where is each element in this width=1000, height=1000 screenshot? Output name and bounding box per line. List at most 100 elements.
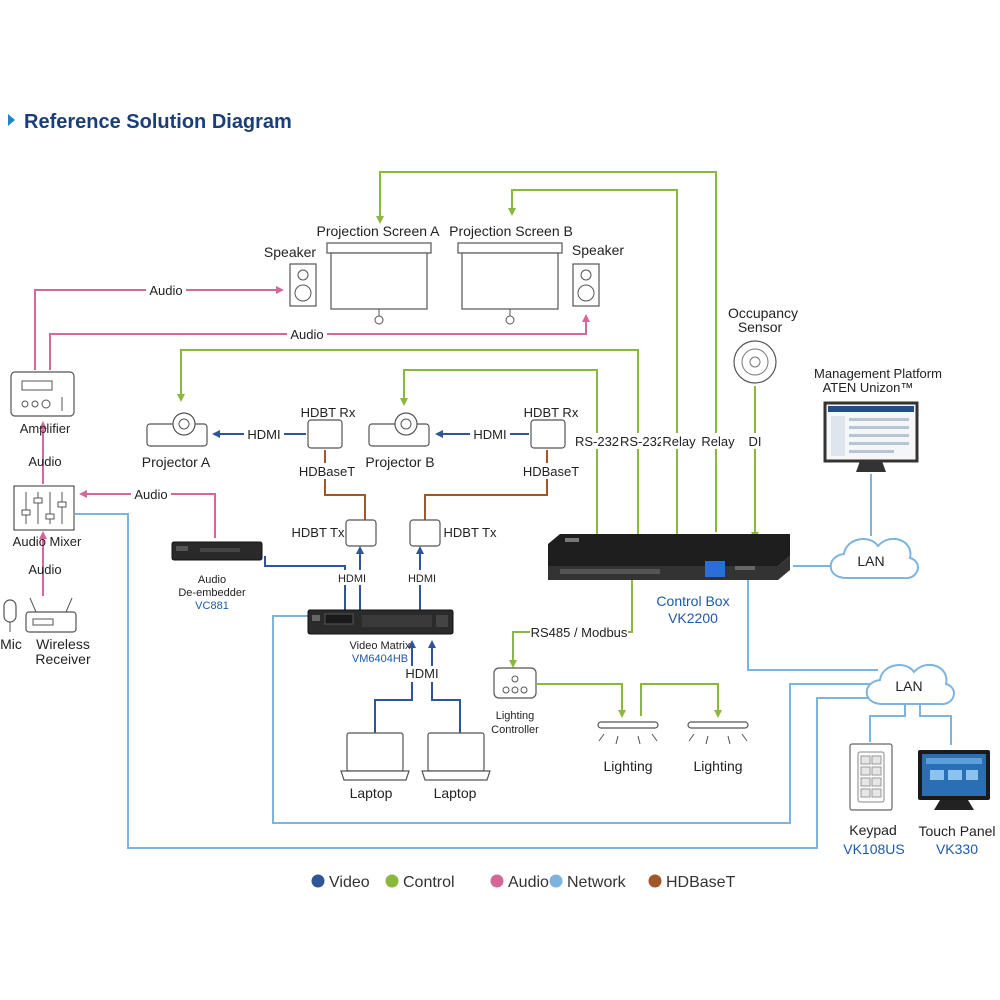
edge-label-hdmi-tx-a: HDMI: [338, 573, 366, 585]
laptop-icon: [427, 732, 485, 772]
edge-label-audio-deembedder: Audio: [134, 487, 167, 502]
management-platform-label-2: ATEN Unizon™: [823, 380, 914, 395]
laptop-1: Laptop: [340, 732, 410, 801]
audio-deembedder-model: VC881: [195, 600, 229, 612]
diagram-header: Reference Solution Diagram: [8, 111, 292, 133]
speaker-left-label: Speaker: [264, 244, 316, 260]
lighting-controller-label-2: Controller: [491, 724, 539, 736]
cloud-icon: [865, 663, 955, 706]
light-fixture-icon: [597, 721, 659, 729]
projection-screen-b-label: Projection Screen B: [449, 223, 573, 239]
lan-bottom-label: LAN: [895, 678, 922, 694]
lan-top-label: LAN: [857, 553, 884, 569]
relay-line-screen-a: [376, 171, 717, 532]
cloud-icon: [829, 537, 919, 580]
control-box-label: Control Box: [656, 593, 729, 609]
touch-panel-model: VK330: [936, 841, 978, 857]
edge-label-relay-a: Relay: [662, 434, 696, 449]
lighting-controller-icon: [493, 667, 537, 699]
hdbt-rx-a-label: HDBT Rx: [301, 405, 356, 420]
lighting-controller-label-1: Lighting: [496, 710, 535, 722]
title-arrow-icon: [8, 114, 15, 126]
audio-mixer-label: Audio Mixer: [13, 534, 82, 549]
keypad: Keypad VK108US: [843, 743, 905, 857]
video-lines: [212, 430, 529, 736]
edge-labels: Audio Audio Audio Audio Audio HDMI HDMI …: [28, 282, 765, 682]
legend-label-hdbaset: HDBaseT: [666, 874, 736, 891]
projection-screen-a-label: Projection Screen A: [317, 223, 441, 239]
laptop-icon: [346, 732, 404, 772]
laptop-1-label: Laptop: [350, 785, 393, 801]
wireless-receiver-label-1: Wireless: [36, 636, 90, 652]
lan-cloud-bottom: LAN: [865, 663, 955, 706]
mic: Mic: [0, 599, 22, 652]
audio-line-speaker-left: [34, 286, 284, 370]
network-lines: [75, 474, 952, 849]
audio-line-speaker-right: [49, 314, 590, 370]
light-fixture-icon: [687, 721, 749, 729]
edge-label-rs232-b: RS-232: [620, 434, 664, 449]
occupancy-sensor-label-1: Occupancy: [728, 305, 798, 321]
control-box-device: [548, 534, 790, 566]
edge-label-di: DI: [749, 434, 762, 449]
edge-label-hdmi-laptops: HDMI: [405, 666, 438, 681]
legend-swatch-audio: [490, 874, 504, 888]
video-matrix: Video Matrix VM6404HB: [307, 609, 454, 665]
edge-label-audio-mixer-amp: Audio: [28, 454, 61, 469]
hdmi-line-matrix-deembedder: [264, 556, 346, 610]
speaker-right-label: Speaker: [572, 242, 624, 258]
hdbt-tx-b: HDBT Tx: [409, 519, 497, 547]
legend-swatch-video: [311, 874, 325, 888]
control-box: Control Box VK2200: [548, 534, 790, 626]
occupancy-sensor-icon: [733, 340, 777, 384]
legend-swatch-network: [549, 874, 563, 888]
management-platform-label-1: Management Platform: [814, 366, 942, 381]
lighting-1-label: Lighting: [603, 758, 652, 774]
amplifier-label: Amplifier: [20, 421, 71, 436]
projector-b-label: Projector B: [365, 454, 434, 470]
hdbt-rx-a: HDBT Rx: [301, 405, 356, 449]
network-line-controlbox-lan: [747, 578, 878, 671]
laptop-2-label: Laptop: [434, 785, 477, 801]
hdbt-rx-b: HDBT Rx: [524, 405, 579, 449]
management-platform: Management Platform ATEN Unizon™: [814, 366, 942, 472]
lighting-2-label: Lighting: [693, 758, 742, 774]
audio-line-deembedder-mixer: [79, 490, 216, 538]
laptop-2: Laptop: [421, 732, 491, 801]
wireless-receiver-icon: [25, 611, 77, 633]
touch-panel-label: Touch Panel: [918, 823, 995, 839]
hdbt-tx-b-label: HDBT Tx: [444, 525, 497, 540]
edge-label-hdmi-projector-a: HDMI: [247, 427, 280, 442]
network-line-keypad: [869, 704, 906, 742]
edge-label-hdmi-projector-b: HDMI: [473, 427, 506, 442]
edge-label-hdbaset-b: HDBaseT: [523, 464, 579, 479]
audio-deembedder-label-2: De-embedder: [178, 587, 246, 599]
lighting-line-2: [640, 683, 722, 718]
network-line-matrix: [272, 615, 872, 824]
legend-label-network: Network: [567, 874, 627, 891]
speaker-left: Speaker: [264, 244, 317, 307]
edge-label-hdmi-tx-b: HDMI: [408, 573, 436, 585]
legend-label-audio: Audio: [508, 874, 549, 891]
control-box-model: VK2200: [668, 610, 718, 626]
edge-label-audio-receiver: Audio: [28, 562, 61, 577]
projection-screen-a: Projection Screen A: [317, 223, 441, 325]
legend-swatch-hdbaset: [648, 874, 662, 888]
network-line-mixer: [75, 513, 872, 849]
hdbt-tx-a: HDBT Tx: [292, 519, 377, 547]
hdbt-rx-b-label: HDBT Rx: [524, 405, 579, 420]
occupancy-sensor-label-2: Sensor: [738, 319, 783, 335]
lighting-1: Lighting: [597, 721, 659, 774]
edge-label-rs232-a: RS-232: [575, 434, 619, 449]
rs485-line: [509, 578, 633, 668]
hdbaset-line-a: [324, 450, 366, 520]
lighting-controller: Lighting Controller: [491, 667, 539, 736]
video-matrix-model: VM6404HB: [352, 653, 408, 665]
hdbaset-line-b: [424, 450, 548, 520]
audio-mixer: Audio Mixer: [13, 485, 82, 549]
amplifier-icon: [10, 371, 75, 417]
video-matrix-label: Video Matrix: [350, 640, 411, 652]
projector-a: Projector A: [142, 412, 211, 470]
